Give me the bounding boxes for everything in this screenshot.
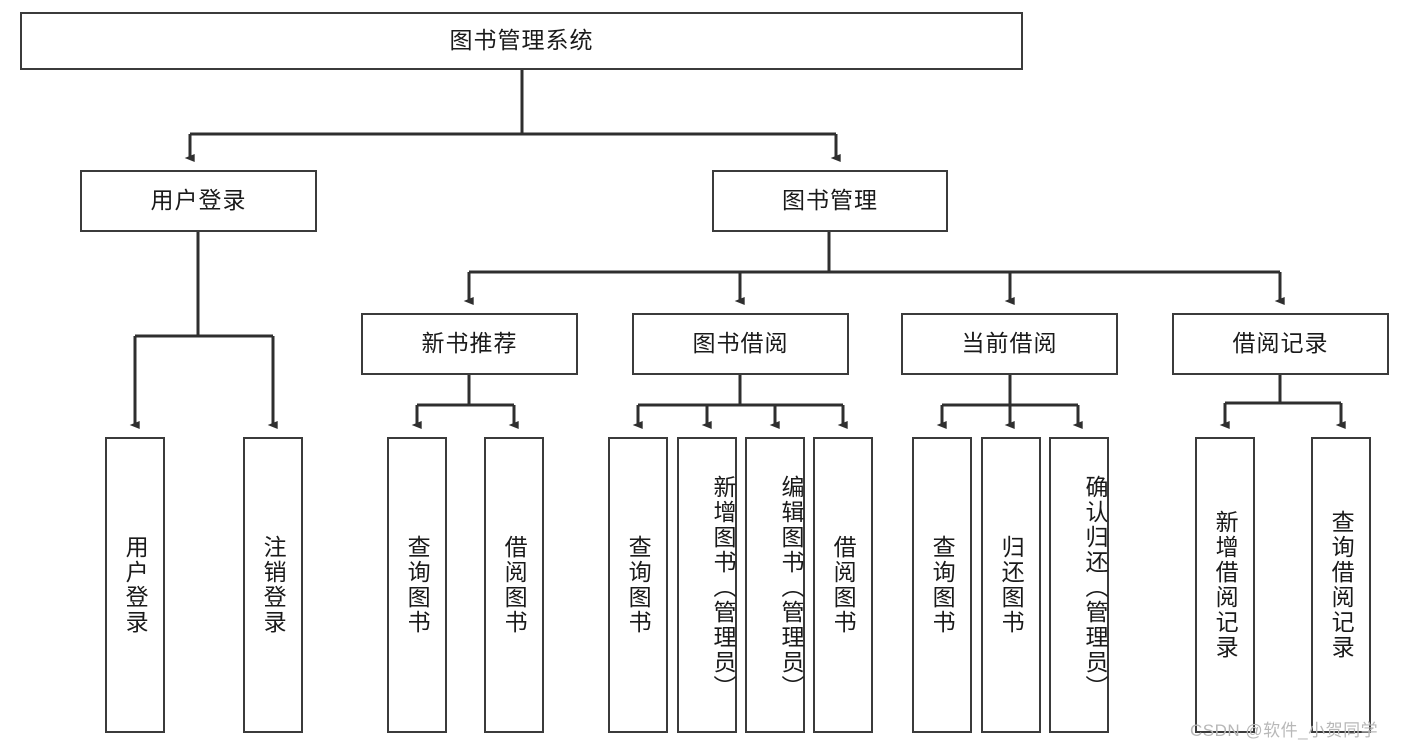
node-label: 归还图书 (998, 535, 1025, 635)
node-user-login[interactable]: 用户登录 (80, 170, 317, 232)
leaf-confirm-return-admin[interactable]: 确认归还（管理员） (1049, 437, 1109, 733)
node-label: 新增借阅记录 (1212, 510, 1239, 660)
leaf-add-borrow-record[interactable]: 新增借阅记录 (1195, 437, 1255, 733)
node-label: 查询图书 (625, 535, 652, 635)
node-label: 图书管理系统 (449, 27, 594, 54)
node-label: 注销登录 (260, 535, 287, 635)
leaf-query-borrow-record[interactable]: 查询借阅记录 (1311, 437, 1371, 733)
leaf-borrow-book-recommend[interactable]: 借阅图书 (484, 437, 544, 733)
node-label: 图书借阅 (692, 330, 789, 357)
leaf-user-login[interactable]: 用户登录 (105, 437, 165, 733)
leaf-query-book-current[interactable]: 查询图书 (912, 437, 972, 733)
node-label: 借阅图书 (830, 535, 857, 635)
node-label: 用户登录 (150, 187, 247, 214)
node-label: 当前借阅 (961, 330, 1058, 357)
node-current-borrow[interactable]: 当前借阅 (901, 313, 1118, 375)
node-label: 图书管理 (782, 187, 878, 214)
node-root-system[interactable]: 图书管理系统 (20, 12, 1023, 70)
node-label: 新书推荐 (421, 330, 518, 357)
leaf-edit-book-admin[interactable]: 编辑图书（管理员） (745, 437, 805, 733)
node-label: 查询图书 (929, 535, 956, 635)
leaf-query-book-borrow[interactable]: 查询图书 (608, 437, 668, 733)
node-label: 借阅记录 (1232, 330, 1329, 357)
node-label: 查询图书 (404, 535, 431, 635)
leaf-user-logout[interactable]: 注销登录 (243, 437, 303, 733)
node-label: 借阅图书 (501, 535, 528, 635)
leaf-query-book-recommend[interactable]: 查询图书 (387, 437, 447, 733)
leaf-return-book[interactable]: 归还图书 (981, 437, 1041, 733)
watermark-csdn: CSDN @软件_小贺同学 (1190, 721, 1379, 740)
node-label: 确认归还（管理员） (1082, 474, 1108, 700)
node-book-management[interactable]: 图书管理 (712, 170, 948, 232)
leaf-borrow-book[interactable]: 借阅图书 (813, 437, 873, 733)
node-new-book-recommend[interactable]: 新书推荐 (361, 313, 578, 375)
node-borrow-record[interactable]: 借阅记录 (1172, 313, 1389, 375)
node-label: 新增图书（管理员） (710, 474, 736, 700)
node-book-borrow[interactable]: 图书借阅 (632, 313, 849, 375)
node-label: 用户登录 (122, 535, 149, 635)
leaf-add-book-admin[interactable]: 新增图书（管理员） (677, 437, 737, 733)
node-label: 编辑图书（管理员） (778, 474, 804, 700)
node-label: 查询借阅记录 (1328, 510, 1355, 660)
